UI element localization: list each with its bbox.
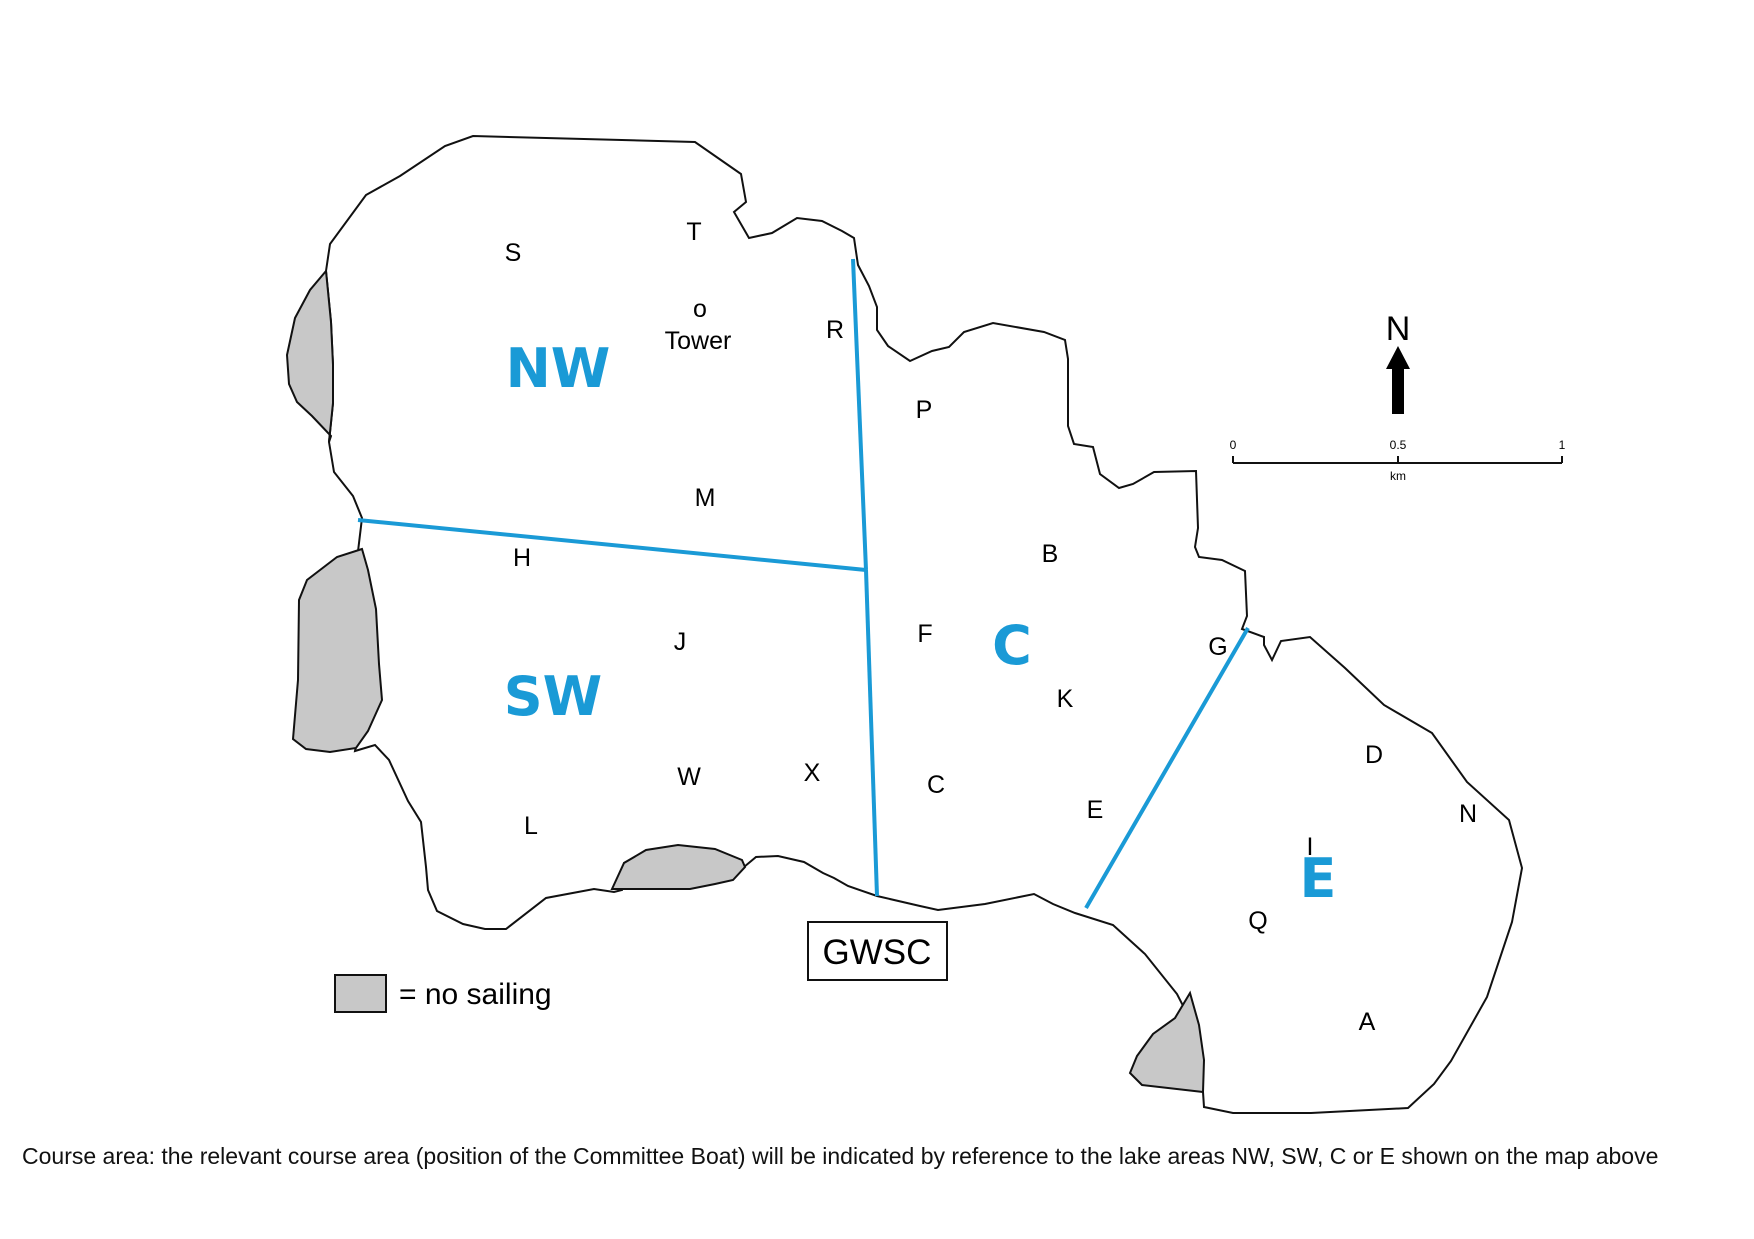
area-label-c: C [992, 614, 1032, 677]
divider-c-e [1084, 626, 1250, 910]
scale-label-0: 0 [1230, 438, 1237, 452]
area-label-e: E [1300, 847, 1337, 910]
mark-r: R [826, 316, 844, 344]
north-arrow: N [1386, 310, 1411, 414]
mark-x: X [804, 759, 821, 787]
mark-w: W [677, 763, 701, 791]
scale-label-05: 0.5 [1390, 438, 1407, 452]
mark-j: J [674, 628, 687, 656]
no-sailing-zone-west [291, 547, 384, 754]
scale-label-1: 1 [1559, 438, 1566, 452]
no-sailing-zone-northwest [285, 268, 334, 443]
mark-e: E [1087, 796, 1104, 824]
mark-l: L [524, 812, 538, 840]
map-caption: Course area: the relevant course area (p… [22, 1143, 1659, 1169]
mark-n: N [1459, 800, 1477, 828]
mark-f: F [917, 620, 932, 648]
area-label-sw: SW [504, 665, 602, 728]
mark-i: I [1307, 833, 1314, 861]
mark-d: D [1365, 741, 1383, 769]
tower-label: Tower [665, 327, 732, 355]
mark-g: G [1208, 633, 1227, 661]
scale-bar: 0 0.5 1 km [1230, 438, 1566, 483]
mark-h: H [513, 544, 531, 572]
mark-t: T [686, 218, 701, 246]
divider-sw-c [864, 569, 879, 897]
mark-p: P [916, 396, 933, 424]
north-label: N [1386, 310, 1411, 348]
no-sailing-zone-south [610, 843, 747, 890]
mark-b: B [1042, 540, 1059, 568]
legend: = no sailing [334, 974, 552, 1013]
area-label-nw: NW [506, 337, 611, 400]
mark-a: A [1359, 1008, 1376, 1036]
club-box [807, 921, 948, 981]
mark-k: K [1057, 685, 1074, 713]
scale-unit: km [1390, 469, 1406, 483]
tower-symbol: o [693, 295, 707, 323]
divider-nw-c [851, 258, 868, 571]
mark-m: M [695, 484, 716, 512]
legend-label: = no sailing [399, 978, 552, 1011]
legend-swatch [334, 974, 387, 1013]
mark-s: S [505, 239, 522, 267]
divider-nw-sw [357, 518, 867, 572]
no-sailing-zone-southeast [1128, 990, 1206, 1094]
north-arrow-icon [1386, 346, 1410, 414]
mark-c: C [927, 771, 945, 799]
club-label: GWSC [823, 933, 932, 972]
mark-q: Q [1248, 907, 1267, 935]
